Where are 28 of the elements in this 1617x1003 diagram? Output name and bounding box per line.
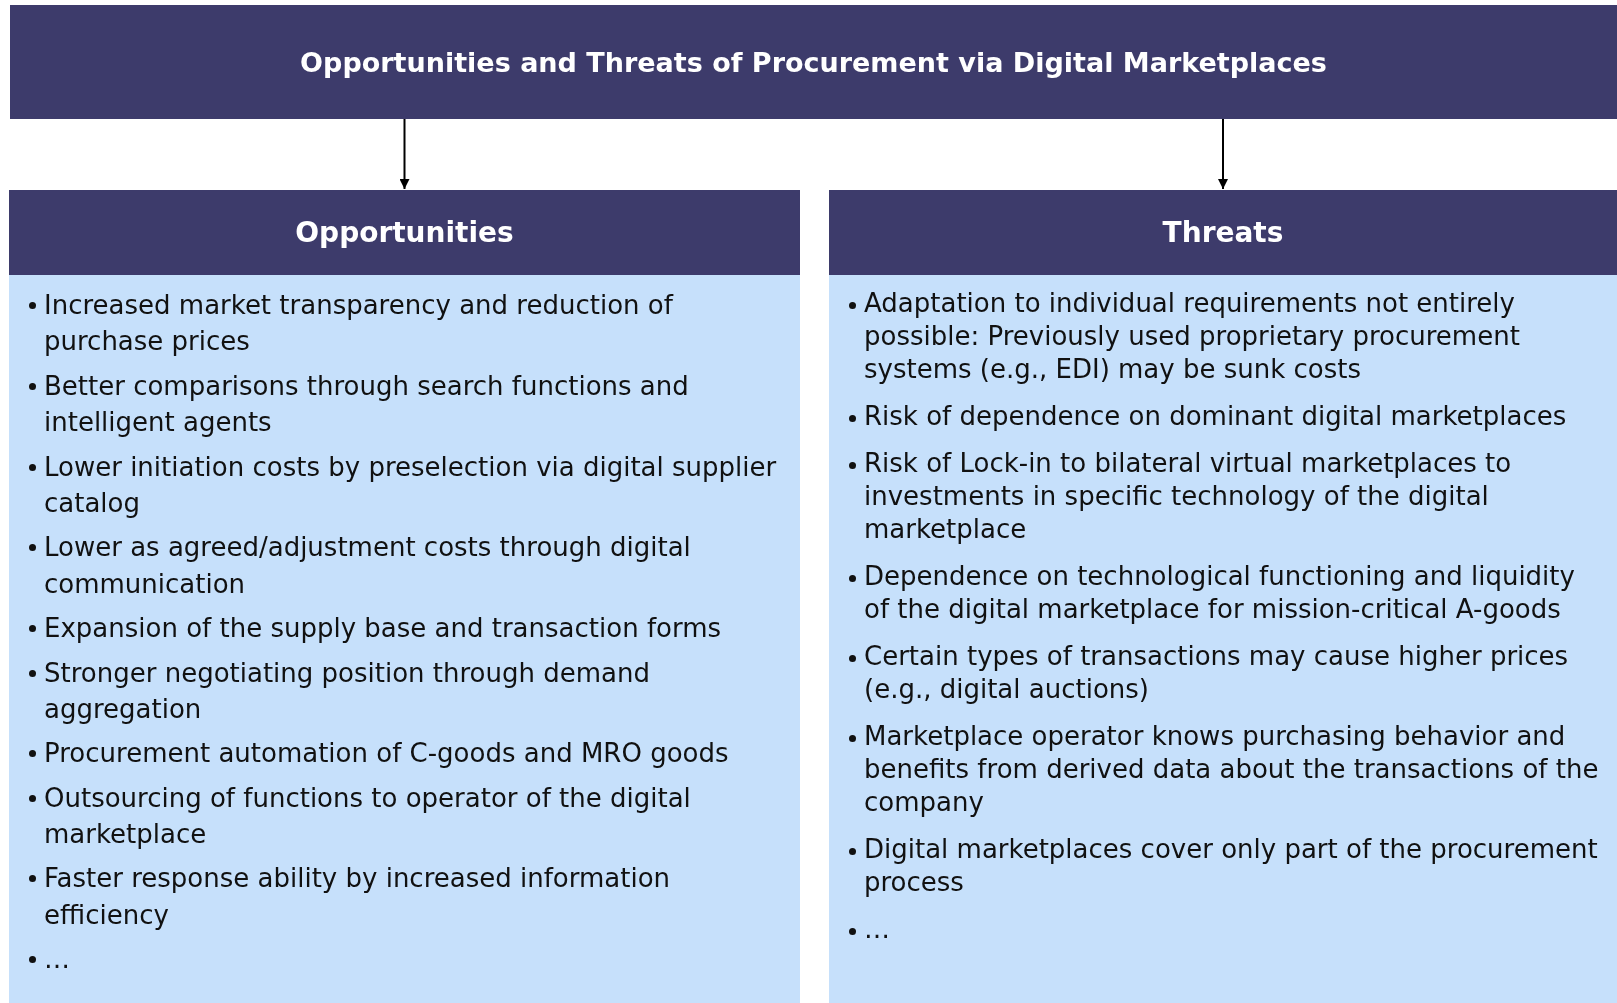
bullet-item: Expansion of the supply base and transaction forms <box>44 612 722 646</box>
bullet-item: Stronger negotiating position through demand aggregation <box>44 656 651 726</box>
bullet-item: Dependence on technological functioning and liquidity of the digital marketplace for mission-critical A-goods <box>864 560 1576 627</box>
bullet-item: Adaptation to individual requirements not entirely possible: Previously used proprietary procurement systems (e.g., EDI) may be sunk costs <box>864 287 1521 387</box>
bullet-item: Increased market transparency and reduction of purchase prices <box>44 289 675 359</box>
bullet-item: Marketplace operator knows purchasing behavior and benefits from derived data about the transactions of the company <box>864 720 1600 820</box>
bullet-item: Better comparisons through search functions and intelligent agents <box>44 369 690 440</box>
header-text: Threats <box>1162 216 1284 249</box>
column-header <box>829 190 1617 275</box>
bullet-item: Certain types of transactions may cause higher prices (e.g., digital auctions) <box>864 640 1570 707</box>
bullet-item: Lower initiation costs by preselection via digital supplier catalog <box>44 450 778 520</box>
bullet-item: … <box>864 913 890 947</box>
arrow <box>1218 118 1228 190</box>
title-text: Opportunities and Threats of Procurement via Digital Marketplaces <box>300 46 1327 78</box>
column-header <box>9 190 800 275</box>
bullet-item: Lower as agreed/adjustment costs through digital communication <box>44 531 692 601</box>
bullet-item: Faster response ability by increased information efficiency <box>44 862 672 932</box>
bullet-item: Risk of Lock-in to bilateral virtual marketplaces to investments in specific technology of the digital marketplace <box>864 447 1513 547</box>
bullet-item: … <box>44 943 70 977</box>
header-text: Opportunities <box>295 216 514 249</box>
bullet-panel <box>9 275 800 1003</box>
bullet-item: Digital marketplaces cover only part of the procurement process <box>864 833 1599 900</box>
bullet-item: Outsourcing of functions to operator of the digital marketplace <box>44 781 692 852</box>
arrow <box>399 118 410 190</box>
bullet-item: Risk of dependence on dominant digital marketplaces <box>864 400 1567 434</box>
bullet-panel <box>829 275 1617 1003</box>
bullet-item: Procurement automation of C-goods and MRO goods <box>44 737 729 771</box>
title-banner <box>10 5 1617 119</box>
